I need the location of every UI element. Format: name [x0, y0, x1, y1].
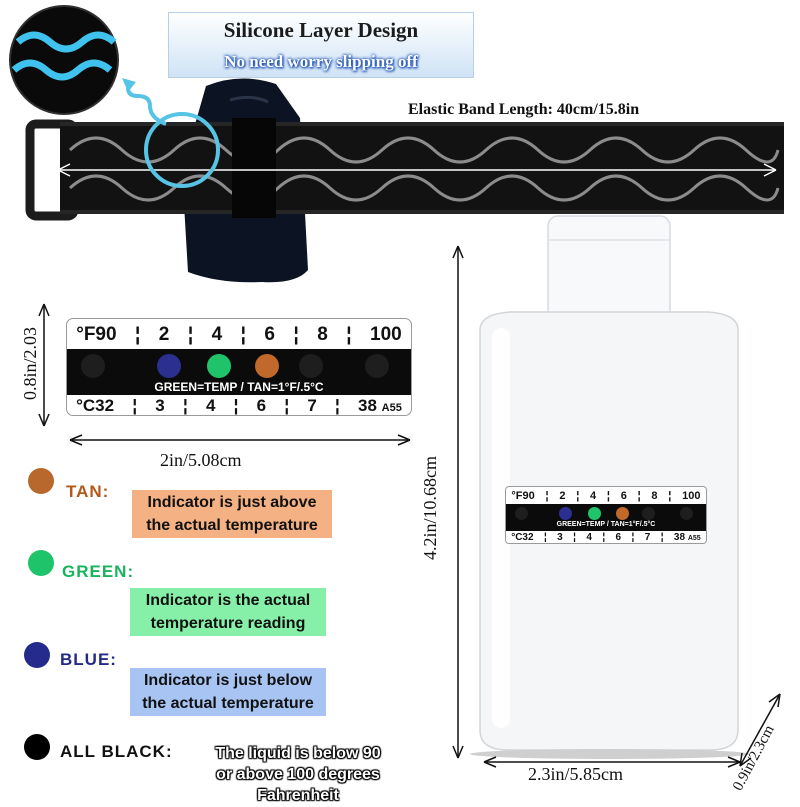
tick-mark: ¦ [187, 324, 194, 345]
tick-label: 6 [256, 396, 267, 415]
strip-code: A55 [381, 402, 402, 414]
tick-label: 8 [317, 324, 328, 345]
tick-mark: ¦ [182, 396, 188, 415]
bottle-cap [547, 215, 671, 321]
legend-dot-green [28, 550, 54, 576]
header-banner [168, 12, 474, 78]
header-title: Silicone Layer Design [223, 18, 419, 42]
tick-label: 7 [307, 396, 317, 415]
tick-mark: ¦ [631, 532, 635, 543]
header-subtitle: No need worry slipping off [224, 52, 418, 71]
tick-label: 6 [615, 532, 622, 543]
strip-width-label: 2in/5.08cm [160, 450, 242, 470]
strip-caption: GREEN=TEMP / TAN=1°F/.5°C [154, 380, 324, 394]
tick-label: 3 [155, 396, 165, 415]
tick-label: 3 [557, 532, 563, 543]
tick-label: °F90 [511, 489, 535, 502]
tick-label: 38 A55 [673, 532, 701, 543]
tick-label: 100 [370, 324, 402, 345]
strip-height-label: 0.8in/2.03 [20, 326, 40, 400]
tick-mark: ¦ [660, 532, 664, 543]
tick-label: 38 A55 [357, 396, 402, 415]
legend-title-black: ALL BLACK: [60, 742, 173, 761]
indicator-band: GREEN=TEMP / TAN=1°F/.5°C [67, 349, 411, 395]
tick-label: 8 [651, 489, 658, 502]
fahrenheit-scale: °F90 ¦ 2 ¦ 4 ¦ 6 ¦ 8 ¦ 100 [67, 322, 411, 348]
tick-label: 6 [620, 489, 627, 502]
thermometer-strip-large: °F90 ¦ 2 ¦ 4 ¦ 6 ¦ 8 ¦ 100 GREEN=TEMP / … [66, 318, 412, 416]
indicator-dot [299, 354, 323, 378]
legend-dot-blue [24, 642, 50, 668]
band-length-label: Elastic Band Length: 40cm/15.8in [408, 101, 640, 118]
bottle-height-label: 4.2in/10.68cm [420, 456, 440, 560]
indicator-dot [81, 354, 105, 378]
tick-mark: ¦ [132, 396, 138, 415]
strip-code: A55 [687, 535, 701, 542]
indicator-dot [207, 354, 231, 378]
tick-mark: ¦ [284, 396, 290, 415]
zoom-arrow [126, 87, 167, 126]
tick-mark: ¦ [233, 396, 239, 415]
tick-label: °C32 [76, 396, 115, 415]
tick-label: 7 [644, 532, 651, 543]
magnifier-ring [144, 112, 220, 188]
tick-label: 4 [586, 532, 592, 543]
tick-mark: ¦ [576, 489, 580, 502]
tick-mark: ¦ [293, 324, 299, 345]
tick-mark: ¦ [637, 489, 641, 502]
tick-mark: ¦ [335, 396, 340, 415]
indicator-dot [515, 507, 528, 520]
thermometer-strip-on-bottle: °F90 ¦ 2 ¦ 4 ¦ 6 ¦ 8 ¦ 100 GREEN=TEMP / … [505, 486, 707, 544]
indicator-band: GREEN=TEMP / TAN=1°F/.5°C [506, 504, 706, 531]
indicator-dot [680, 507, 693, 520]
indicator-dot [365, 354, 389, 378]
indicator-dot [157, 354, 181, 378]
indicator-dot [616, 507, 629, 520]
silicone-wave-top [68, 136, 780, 164]
legend-title-blue: BLUE: [60, 650, 117, 669]
indicator-dot [255, 354, 279, 378]
legend-title-tan: TAN: [66, 482, 110, 501]
tick-mark: ¦ [668, 489, 672, 502]
strip-caption: GREEN=TEMP / TAN=1°F/.5°C [556, 521, 656, 528]
indicator-dot [559, 507, 572, 520]
tick-mark: ¦ [602, 532, 606, 543]
celsius-scale: °C32 ¦ 3 ¦ 4 ¦ 6 ¦ 7 ¦ 38 A55 [506, 531, 706, 544]
tick-label: °C32 [511, 532, 534, 543]
strip-dimension-arrows [38, 303, 411, 446]
tick-label: 2 [559, 489, 566, 502]
celsius-scale: °C32 ¦ 3 ¦ 4 ¦ 6 ¦ 7 ¦ 38 A55 [67, 395, 411, 417]
tick-mark: ¦ [346, 324, 352, 345]
fahrenheit-scale: °F90 ¦ 2 ¦ 4 ¦ 6 ¦ 8 ¦ 100 [506, 488, 706, 503]
tick-mark: ¦ [606, 489, 610, 502]
legend-dot-black [24, 734, 50, 760]
indicator-dot [588, 507, 601, 520]
tick-mark: ¦ [135, 324, 141, 345]
bottle-width-label: 2.3in/5.85cm [528, 764, 623, 784]
legend-dot-tan [28, 468, 54, 494]
holder-strap [232, 118, 276, 218]
legend-title-green: GREEN: [62, 562, 135, 581]
elastic-band-illustration [9, 5, 784, 283]
tick-mark: ¦ [545, 489, 549, 502]
tick-label: 6 [264, 324, 275, 345]
tick-label: 2 [158, 324, 170, 345]
tick-label: 100 [682, 489, 701, 502]
tick-label: °F90 [76, 324, 117, 345]
tick-label: 4 [590, 489, 597, 502]
indicator-dot [642, 507, 655, 520]
tick-mark: ¦ [543, 532, 547, 543]
tick-mark: ¦ [240, 324, 246, 345]
tick-mark: ¦ [573, 532, 576, 543]
tick-label: 4 [205, 396, 216, 415]
tick-label: 4 [211, 324, 223, 345]
silicone-wave-bottom [68, 174, 780, 202]
